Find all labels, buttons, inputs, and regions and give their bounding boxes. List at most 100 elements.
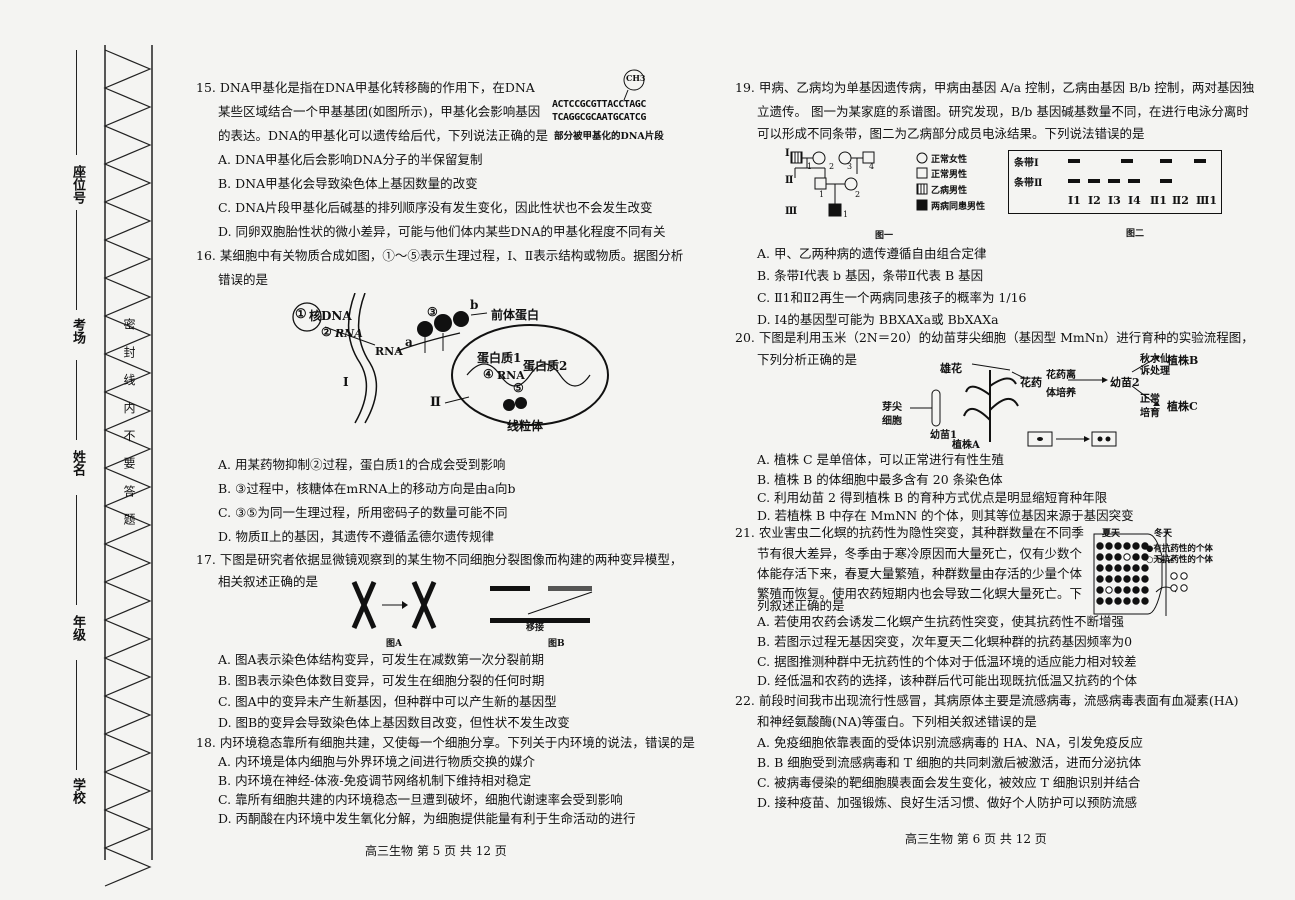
- band-II-label: 条带Ⅱ: [1014, 178, 1043, 189]
- step-1-marker: ①: [295, 307, 307, 322]
- pest-dot: [1096, 553, 1104, 561]
- q19-option-d: D. Ⅰ4的基因型可能为 BBXAXa或 BbXAXa: [757, 312, 999, 327]
- zigzag-line: [103, 49, 152, 887]
- legend-disease-b-male: 乙病男性: [931, 186, 968, 196]
- lane-I3: Ⅰ3: [1108, 194, 1121, 207]
- label-a: a: [405, 335, 413, 349]
- pedigree-figure: Ⅰ Ⅱ Ⅲ 1 2 3 4 1 2 1 正常女性 正常男性 乙病男性 两病同患男…: [785, 148, 1000, 241]
- pest-dot: [1114, 542, 1122, 550]
- q22-option-d: D. 接种疫苗、加强锻炼、良好生活习惯、做好个人防护可以预防流感: [757, 795, 1138, 810]
- protein-2-label: 蛋白质2: [523, 359, 568, 373]
- pest-dot: [1123, 597, 1131, 605]
- nuclear-dna-label: 核DNA: [309, 309, 352, 323]
- pest-dot: [1114, 553, 1122, 561]
- footer-left-page-number: 高三生物 第 5 页 共 12 页: [365, 844, 507, 858]
- structure-II-label: Ⅱ: [430, 395, 441, 410]
- pest-dot: [1123, 575, 1131, 583]
- q17-option-b: B. 图B表示染色体数目变异，可发生在细胞分裂的任何时期: [218, 673, 545, 688]
- grade-label: 年级: [70, 615, 85, 641]
- pest-dot: [1096, 542, 1104, 550]
- pest-dot: [1096, 597, 1104, 605]
- pest-dot: [1105, 575, 1113, 583]
- lane-II2: Ⅱ2: [1172, 194, 1189, 207]
- q15-option-d: D. 同卵双胞胎性状的微小差异，可能与他们体内某些DNA的甲基化程度不同有关: [218, 224, 666, 239]
- q22-stem-2: 和神经氨酸酶(NA)等蛋白。下列相关叙述错误的是: [757, 714, 1037, 729]
- bud-tip-label-2: 细胞: [882, 416, 902, 427]
- pest-dot: [1096, 564, 1104, 572]
- lane-I1: Ⅰ1: [1068, 194, 1081, 207]
- winter-survivor-dot: [1180, 572, 1188, 580]
- colchicine-label-1: 秋水仙: [1140, 354, 1170, 365]
- pedigree-num-I2: 2: [829, 162, 835, 171]
- q15-stem-3: 的表达。DNA的甲基化可以遗传给后代，下列说法正确的是: [218, 128, 548, 143]
- q16-option-a: A. 用某药物抑制②过程，蛋白质1的合成会受到影响: [218, 457, 506, 472]
- step-4-marker: ④: [483, 367, 494, 381]
- figure-a-caption: 图A: [386, 639, 402, 649]
- band-I-label: 条带Ⅰ: [1014, 158, 1039, 169]
- pest-dot: [1105, 586, 1113, 594]
- step-5-marker: ⑤: [513, 381, 524, 395]
- q20-option-a: A. 植株 C 是单倍体，可以正常进行有性生殖: [757, 452, 1004, 467]
- pest-dot: [1132, 597, 1140, 605]
- normal-culture-label-2: 培育: [1140, 408, 1160, 419]
- pest-dot: [1132, 542, 1140, 550]
- rna-label-1: RNA: [335, 327, 363, 340]
- pest-dot: [1123, 553, 1131, 561]
- pest-dot: [1141, 542, 1149, 550]
- q15-stem-1: 15. DNA甲基化是指在DNA甲基化转移酶的作用下，在DNA: [196, 80, 535, 95]
- dna-figure-caption: 部分被甲基化的DNA片段: [554, 131, 664, 142]
- q21-option-a: A. 若使用农药会诱发二化螟产生抗药性突变，使其抗药性不断增强: [757, 614, 1124, 629]
- winter-survivor-dot: [1170, 584, 1178, 592]
- q19-option-b: B. 条带Ⅰ代表 b 基因，条带Ⅱ代表 B 基因: [757, 268, 984, 283]
- generation-III: Ⅲ: [785, 206, 798, 217]
- pest-dot: [1132, 553, 1140, 561]
- q16-option-d: D. 物质Ⅱ上的基因，其遗传不遵循孟德尔遗传规律: [218, 529, 495, 544]
- anther-culture-label-1: 花药离: [1046, 370, 1076, 381]
- q16-option-c: C. ③⑤为同一生理过程，所用密码子的数量可能不同: [218, 505, 508, 520]
- seat-number-label: 座位号: [70, 165, 85, 204]
- q20-stem-2: 下列分析正确的是: [757, 352, 858, 367]
- dna-strand-1: ACTCCGCGTTACCTAGC: [552, 99, 646, 110]
- pedigree-num-III1: 1: [843, 210, 849, 219]
- pest-dot: [1141, 564, 1149, 572]
- protein-1-label: 蛋白质1: [477, 351, 522, 365]
- seedling-2-label: 幼苗2: [1110, 376, 1140, 389]
- mitochondrion-label: 线粒体: [507, 419, 544, 433]
- pest-dot: [1123, 586, 1131, 594]
- dna-strand-2: TCAGGCGCAATGCATCG: [552, 112, 646, 123]
- pest-dot: [1114, 575, 1122, 583]
- q16-stem-1: 16. 某细胞中有关物质合成如图，①～⑤表示生理过程，Ⅰ、Ⅱ表示结构或物质。据图…: [196, 248, 684, 263]
- q17-option-c: C. 图A中的变异未产生新基因，但种群中可以产生新的基因型: [218, 694, 557, 709]
- label-b: b: [470, 298, 479, 312]
- pest-dot: [1141, 586, 1149, 594]
- q19-stem-1: 19. 甲病、乙病均为单基因遗传病，甲病由基因 A/a 控制，乙病由基因 B/b…: [735, 80, 1255, 95]
- legend-normal-female: 正常女性: [931, 155, 968, 165]
- chromosome-figure-b: 移接 图B: [488, 578, 598, 650]
- q21-option-b: B. 若图示过程无基因突变，次年夏天二化螟种群的抗药基因频率为0: [757, 634, 1133, 649]
- q19-stem-2: 立遗传。 图一为某家庭的系谱图。研究发现，B/b 基因碱基数量不同，在进行电泳分…: [757, 104, 1249, 119]
- pest-dot: [1114, 597, 1122, 605]
- chromosome-figure-a: 图A: [350, 578, 450, 650]
- legend-nonresistant: ○无抗药性的个体: [1146, 555, 1213, 565]
- footer-right-page-number: 高三生物 第 6 页 共 12 页: [905, 832, 1047, 846]
- q18-stem: 18. 内环境稳态靠所有细胞共建，又使每一个细胞分享。下列关于内环境的说法，错误…: [196, 735, 695, 750]
- pedigree-num-II1: 1: [819, 190, 825, 199]
- q22-option-c: C. 被病毒侵染的靶细胞膜表面会发生变化，被效应 T 细胞识别并结合: [757, 775, 1141, 790]
- q18-option-d: D. 丙酮酸在内环境中发生氧化分解，为细胞提供能量有利于生命活动的进行: [218, 811, 636, 826]
- pest-dot: [1105, 564, 1113, 572]
- q22-option-a: A. 免疫细胞依靠表面的受体识别流感病毒的 HA、NA，引发免疫反应: [757, 735, 1143, 750]
- dna-methylation-figure: CH3 ACTCCGCGTTACCTAGC TCAGGCGCAATGCATCG …: [550, 68, 700, 144]
- pest-dot: [1141, 553, 1149, 561]
- q17-option-a: A. 图A表示染色体结构变异，可发生在减数第一次分裂前期: [218, 652, 545, 667]
- seal-zigzag-border: [103, 45, 153, 887]
- q20-stem-1: 20. 下图是利用玉米（2N＝20）的幼苗芽尖细胞（基因型 MmNn）进行育种的…: [735, 330, 1254, 345]
- q15-stem-2: 某些区域结合一个甲基基团(如图所示)，甲基化会影响基因: [218, 104, 541, 119]
- ch3-label: CH3: [626, 73, 646, 83]
- winter-survivor-dot: [1170, 572, 1178, 580]
- winter-label: 冬天: [1154, 529, 1173, 539]
- q17-stem-2: 相关叙述正确的是: [218, 574, 319, 589]
- seal-warning-text: 密 封 线 内 不 要 答 题: [122, 318, 136, 531]
- q16-option-b: B. ③过程中，核糖体在mRNA上的移动方向是由a向b: [218, 481, 516, 496]
- pest-dot: [1123, 564, 1131, 572]
- name-label: 姓名: [70, 450, 85, 476]
